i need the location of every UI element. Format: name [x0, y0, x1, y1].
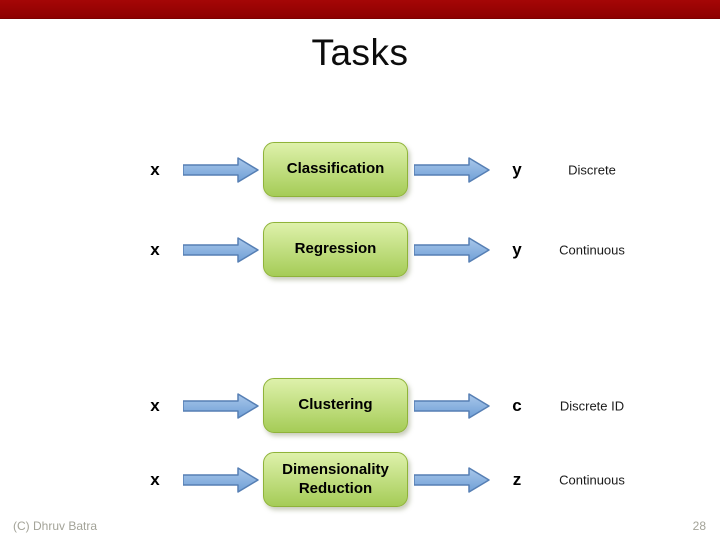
task-box: Clustering [263, 378, 408, 433]
right-arrow-icon [414, 466, 490, 493]
output-variable-label: y [512, 159, 522, 179]
right-arrow-icon [414, 156, 490, 183]
task-row-clustering: x Clustering c Discrete ID [0, 378, 720, 433]
task-box: Classification [263, 142, 408, 197]
slide-title: Tasks [311, 32, 409, 73]
input-variable-label: x [150, 469, 160, 489]
task-row-regression: x Regression y Continuous [0, 222, 720, 277]
footer-credit: (C) Dhruv Batra [13, 519, 98, 533]
output-variable-label: z [512, 469, 522, 489]
task-box: Regression [263, 222, 408, 277]
output-type-label: Continuous [559, 472, 625, 487]
output-variable-label: y [512, 239, 522, 259]
task-row-dimensionality-reduction: x Dimensionality Reduction z Continuous [0, 452, 720, 507]
top-accent-bar [0, 0, 720, 19]
right-arrow-icon [414, 392, 490, 419]
right-arrow-icon [183, 156, 259, 183]
slide-page-number: 28 [692, 519, 706, 533]
output-type-label: Continuous [559, 242, 625, 257]
input-variable-label: x [150, 395, 160, 415]
output-type-label: Discrete ID [559, 398, 625, 413]
right-arrow-icon [183, 236, 259, 263]
input-variable-label: x [150, 159, 160, 179]
output-variable-label: c [512, 395, 522, 415]
input-variable-label: x [150, 239, 160, 259]
task-box: Dimensionality Reduction [263, 452, 408, 507]
right-arrow-icon [183, 466, 259, 493]
task-row-classification: x Classification y Discrete [0, 142, 720, 197]
right-arrow-icon [414, 236, 490, 263]
output-type-label: Discrete [568, 162, 616, 177]
right-arrow-icon [183, 392, 259, 419]
